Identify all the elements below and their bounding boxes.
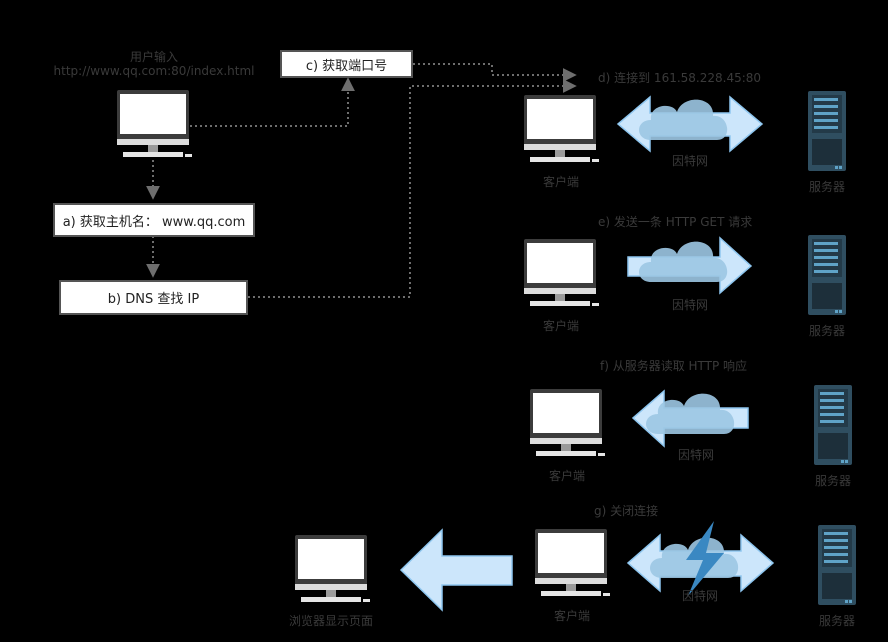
user-input-url: http://www.qq.com:80/index.html	[53, 64, 255, 78]
lightning-bolt-icon	[686, 521, 724, 596]
server-label: 服务器	[818, 614, 856, 628]
cloud-icon	[646, 393, 735, 434]
cloud-icon	[639, 241, 728, 282]
step-c-text: c) 获取端口号	[305, 58, 388, 74]
server-rack-icon	[814, 385, 852, 465]
connector-monitor-to-port	[190, 77, 355, 127]
step-b-dns-box: b) DNS 查找 IP	[59, 280, 248, 315]
step-f-text: f) 从服务器读取 HTTP 响应	[600, 359, 748, 373]
desktop-monitor-icon	[295, 535, 370, 602]
browser-display-label: 浏览器显示页面	[288, 614, 374, 628]
internet-label: 因特网	[671, 298, 709, 312]
client-label: 客户端	[553, 609, 591, 623]
step-a-hostname-box: a) 获取主机名： www.qq.com	[53, 203, 255, 237]
server-rack-icon	[808, 91, 846, 171]
step-d-text: d) 连接到 161.58.228.45:80	[598, 71, 762, 85]
step-e-text: e) 发送一条 HTTP GET 请求	[598, 215, 753, 229]
internet-label: 因特网	[671, 154, 709, 168]
server-label: 服务器	[808, 180, 846, 194]
client-label: 客户端	[548, 469, 586, 483]
server-rack-icon	[808, 235, 846, 315]
connector-port-to-connect	[413, 63, 577, 82]
connector-dns-to-connect	[248, 79, 577, 298]
step-c-port-box: c) 获取端口号	[280, 50, 413, 78]
server-label: 服务器	[808, 324, 846, 338]
desktop-monitor-icon	[524, 239, 599, 306]
desktop-monitor-icon	[524, 95, 599, 162]
desktop-monitor-icon	[535, 529, 610, 596]
server-rack-icon	[818, 525, 856, 605]
user-input-label: 用户输入	[129, 50, 179, 64]
server-label: 服务器	[814, 474, 852, 488]
internet-label: 因特网	[677, 448, 715, 462]
left-arrow-icon	[399, 528, 513, 612]
step-g-text: g) 关闭连接	[594, 504, 659, 518]
internet-label: 因特网	[681, 589, 719, 603]
client-label: 客户端	[542, 175, 580, 189]
client-label: 客户端	[542, 319, 580, 333]
connector-lines	[146, 63, 577, 298]
cloud-icon	[639, 99, 728, 140]
desktop-monitor-icon	[530, 389, 605, 456]
step-b-text: b) DNS 查找 IP	[107, 292, 200, 307]
step-a-text: a) 获取主机名： www.qq.com	[62, 214, 246, 230]
desktop-monitor-icon	[117, 90, 192, 157]
